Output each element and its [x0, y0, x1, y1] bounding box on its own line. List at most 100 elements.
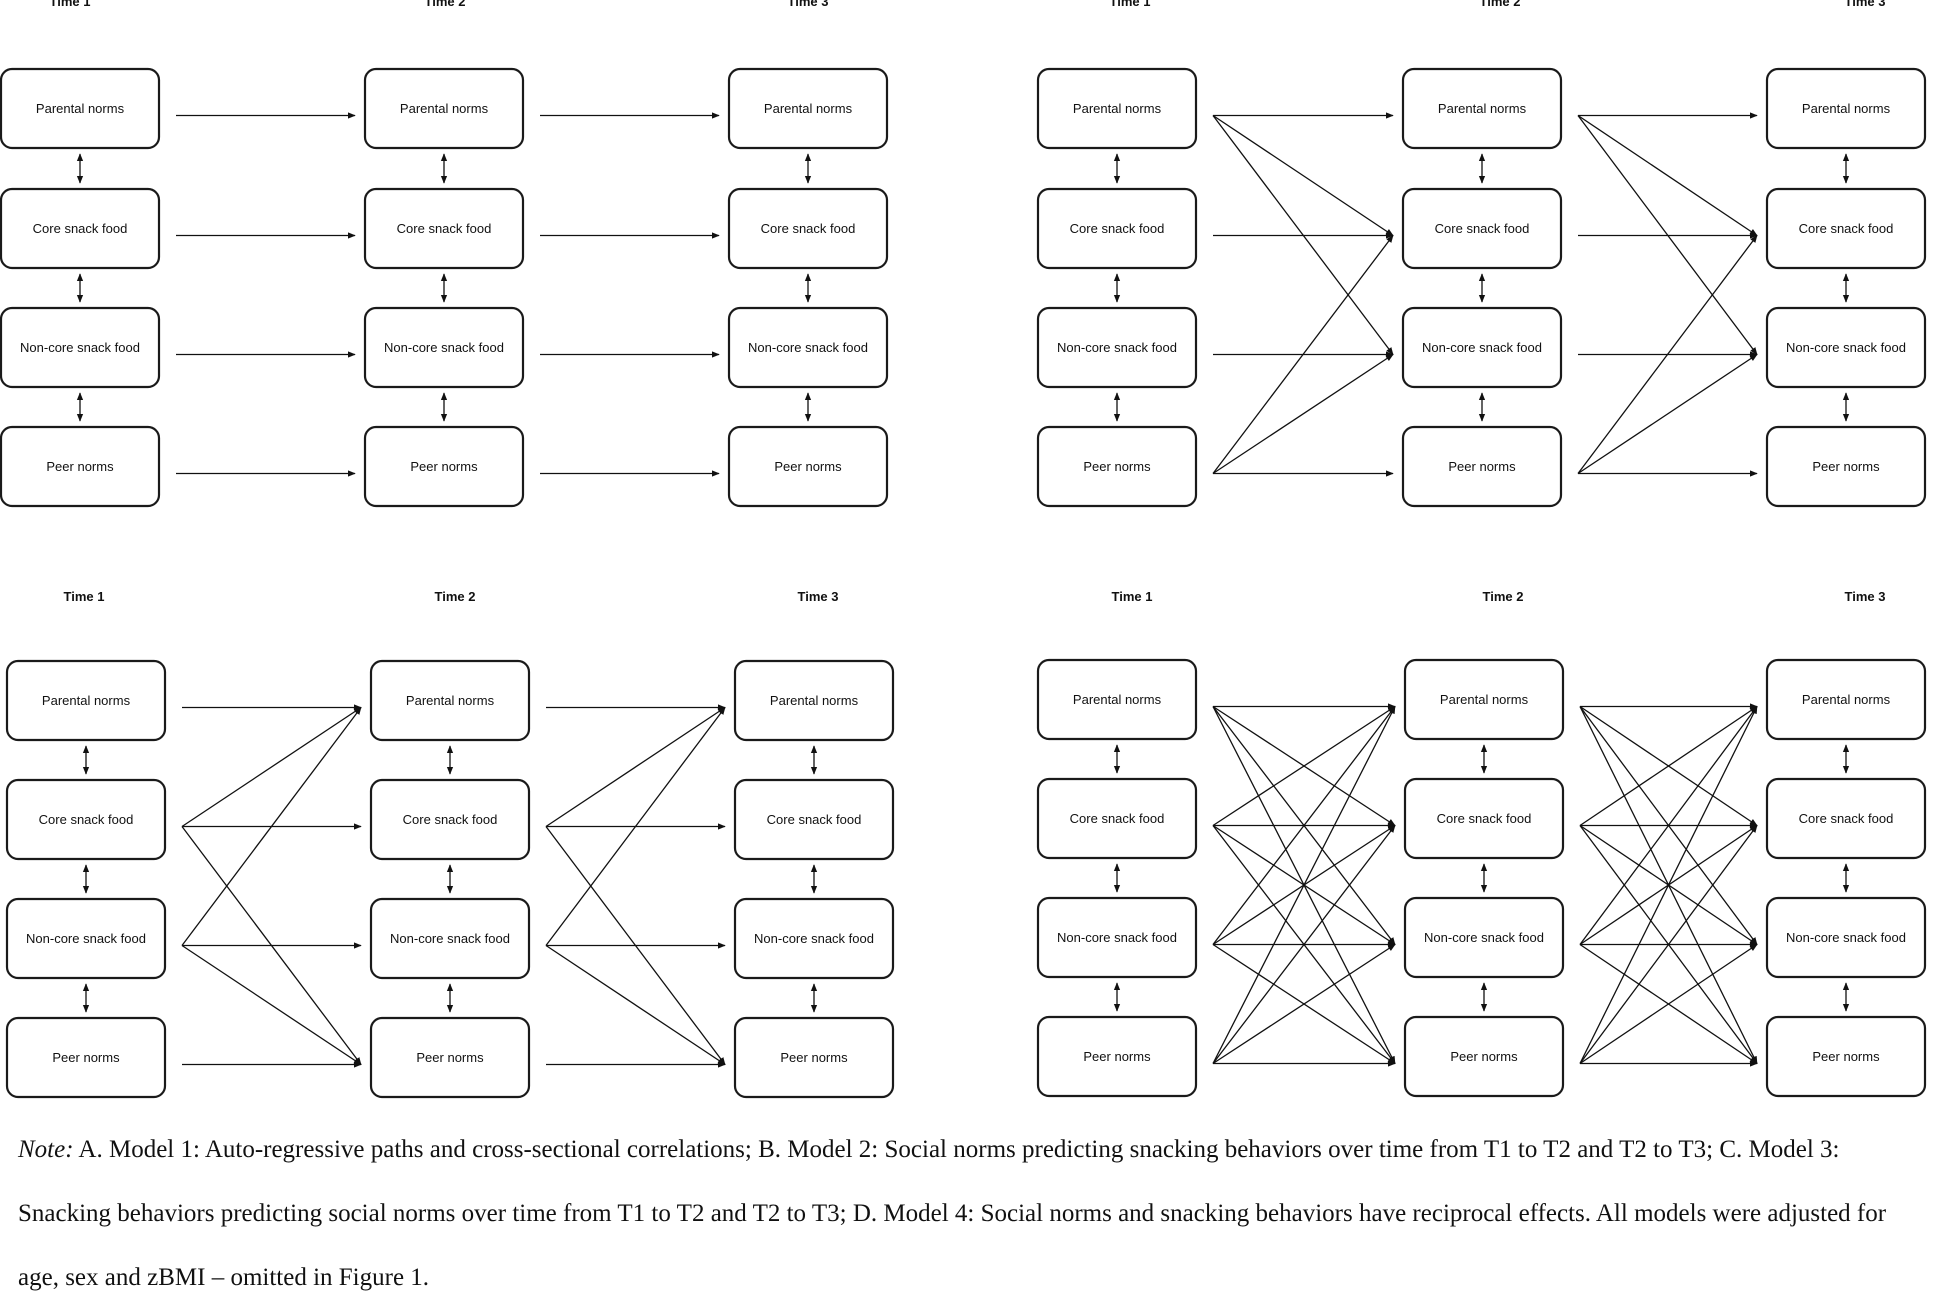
cross-lagged-path	[1579, 705, 1758, 827]
node-non-core-snack-food-t2: Non-core snack food	[369, 897, 531, 980]
svg-text:Non-core snack food: Non-core snack food	[1057, 930, 1177, 945]
svg-text:Core snack food: Core snack food	[767, 812, 862, 827]
svg-text:Core snack food: Core snack food	[33, 221, 128, 236]
node-parental-norms-t1: Parental norms	[5, 659, 167, 742]
svg-text:Core snack food: Core snack food	[403, 812, 498, 827]
cross-lagged-path	[181, 944, 362, 1066]
svg-text:Non-core snack food: Non-core snack food	[748, 340, 868, 355]
svg-text:Core snack food: Core snack food	[761, 221, 856, 236]
svg-text:Core snack food: Core snack food	[1435, 221, 1530, 236]
cross-lagged-path	[1212, 115, 1394, 356]
time-label-2: Time 2	[1480, 0, 1521, 9]
time-label-1: Time 1	[1112, 589, 1153, 604]
cross-lagged-path	[1212, 943, 1396, 1065]
svg-text:Non-core snack food: Non-core snack food	[390, 931, 510, 946]
cross-lagged-path	[1577, 353, 1758, 475]
cross-lagged-path	[545, 706, 726, 828]
node-peer-norms-t3: Peer norms	[1765, 425, 1927, 508]
time-label-1: Time 1	[50, 0, 91, 9]
time-label-3: Time 3	[1845, 0, 1886, 9]
time-label-2: Time 2	[1483, 589, 1524, 604]
cross-lagged-path	[1577, 234, 1758, 474]
svg-text:Parental norms: Parental norms	[36, 101, 125, 116]
note-text: A. Model 1: Auto-regressive paths and cr…	[18, 1136, 1887, 1291]
node-parental-norms-t2: Parental norms	[363, 67, 525, 150]
node-peer-norms-t3: Peer norms	[733, 1016, 895, 1099]
node-non-core-snack-food-t2: Non-core snack food	[363, 306, 525, 389]
cross-lagged-path	[181, 706, 362, 946]
node-parental-norms-t3: Parental norms	[727, 67, 889, 150]
cross-lagged-path	[1212, 234, 1394, 474]
svg-text:Parental norms: Parental norms	[42, 693, 131, 708]
node-peer-norms-t1: Peer norms	[1036, 425, 1198, 508]
node-core-snack-food-t1: Core snack food	[5, 778, 167, 861]
svg-text:Parental norms: Parental norms	[400, 101, 489, 116]
cross-lagged-path	[545, 944, 726, 1066]
time-label-3: Time 3	[788, 0, 829, 9]
svg-text:Peer norms: Peer norms	[1812, 459, 1880, 474]
node-non-core-snack-food-t3: Non-core snack food	[733, 897, 895, 980]
node-core-snack-food-t1: Core snack food	[1036, 187, 1198, 270]
svg-text:Peer norms: Peer norms	[1448, 459, 1516, 474]
svg-text:Peer norms: Peer norms	[774, 459, 842, 474]
svg-text:Non-core snack food: Non-core snack food	[1057, 340, 1177, 355]
node-parental-norms-t1: Parental norms	[1036, 658, 1198, 741]
cross-lagged-path	[1579, 705, 1758, 945]
node-core-snack-food-t3: Core snack food	[727, 187, 889, 270]
node-parental-norms-t3: Parental norms	[1765, 658, 1927, 741]
svg-text:Non-core snack food: Non-core snack food	[1424, 930, 1544, 945]
time-label-2: Time 2	[425, 0, 466, 9]
svg-text:Peer norms: Peer norms	[1450, 1049, 1518, 1064]
cross-lagged-path	[1212, 825, 1396, 1065]
node-non-core-snack-food-t3: Non-core snack food	[1765, 896, 1927, 979]
node-parental-norms-t1: Parental norms	[0, 67, 161, 150]
svg-text:Parental norms: Parental norms	[1073, 692, 1162, 707]
node-core-snack-food-t3: Core snack food	[1765, 187, 1927, 270]
node-core-snack-food-t2: Core snack food	[363, 187, 525, 270]
svg-text:Peer norms: Peer norms	[46, 459, 114, 474]
node-core-snack-food-t3: Core snack food	[733, 778, 895, 861]
cross-lagged-path	[1577, 114, 1758, 237]
svg-text:Non-core snack food: Non-core snack food	[20, 340, 140, 355]
node-parental-norms-t2: Parental norms	[1403, 658, 1565, 741]
svg-text:Core snack food: Core snack food	[1070, 221, 1165, 236]
svg-text:Parental norms: Parental norms	[406, 693, 495, 708]
svg-text:Core snack food: Core snack food	[1799, 221, 1894, 236]
cross-lagged-path	[181, 706, 362, 828]
node-parental-norms-t3: Parental norms	[733, 659, 895, 742]
time-label-1: Time 1	[64, 589, 105, 604]
node-peer-norms-t2: Peer norms	[363, 425, 525, 508]
node-non-core-snack-food-t1: Non-core snack food	[5, 897, 167, 980]
time-label-1: Time 1	[1110, 0, 1151, 9]
node-peer-norms-t1: Peer norms	[1036, 1015, 1198, 1098]
node-parental-norms-t2: Parental norms	[1401, 67, 1563, 150]
svg-text:Non-core snack food: Non-core snack food	[384, 340, 504, 355]
time-label-3: Time 3	[798, 589, 839, 604]
node-parental-norms-t1: Parental norms	[1036, 67, 1198, 150]
svg-text:Core snack food: Core snack food	[1437, 811, 1532, 826]
cross-lagged-path	[181, 826, 362, 1066]
svg-text:Core snack food: Core snack food	[397, 221, 492, 236]
cross-lagged-path	[1212, 114, 1394, 237]
node-peer-norms-t3: Peer norms	[1765, 1015, 1927, 1098]
cross-lagged-path	[1577, 115, 1758, 356]
node-core-snack-food-t2: Core snack food	[1401, 187, 1563, 270]
cross-lagged-path	[545, 706, 726, 946]
node-parental-norms-t3: Parental norms	[1765, 67, 1927, 150]
svg-text:Parental norms: Parental norms	[764, 101, 853, 116]
cross-lagged-path	[545, 826, 726, 1066]
node-parental-norms-t2: Parental norms	[369, 659, 531, 742]
node-core-snack-food-t1: Core snack food	[0, 187, 161, 270]
svg-text:Non-core snack food: Non-core snack food	[1422, 340, 1542, 355]
svg-text:Peer norms: Peer norms	[1083, 459, 1151, 474]
svg-text:Parental norms: Parental norms	[1438, 101, 1527, 116]
node-non-core-snack-food-t2: Non-core snack food	[1403, 896, 1565, 979]
node-core-snack-food-t3: Core snack food	[1765, 777, 1927, 860]
svg-text:Parental norms: Parental norms	[1802, 101, 1891, 116]
svg-text:Core snack food: Core snack food	[1799, 811, 1894, 826]
svg-text:Non-core snack food: Non-core snack food	[1786, 930, 1906, 945]
